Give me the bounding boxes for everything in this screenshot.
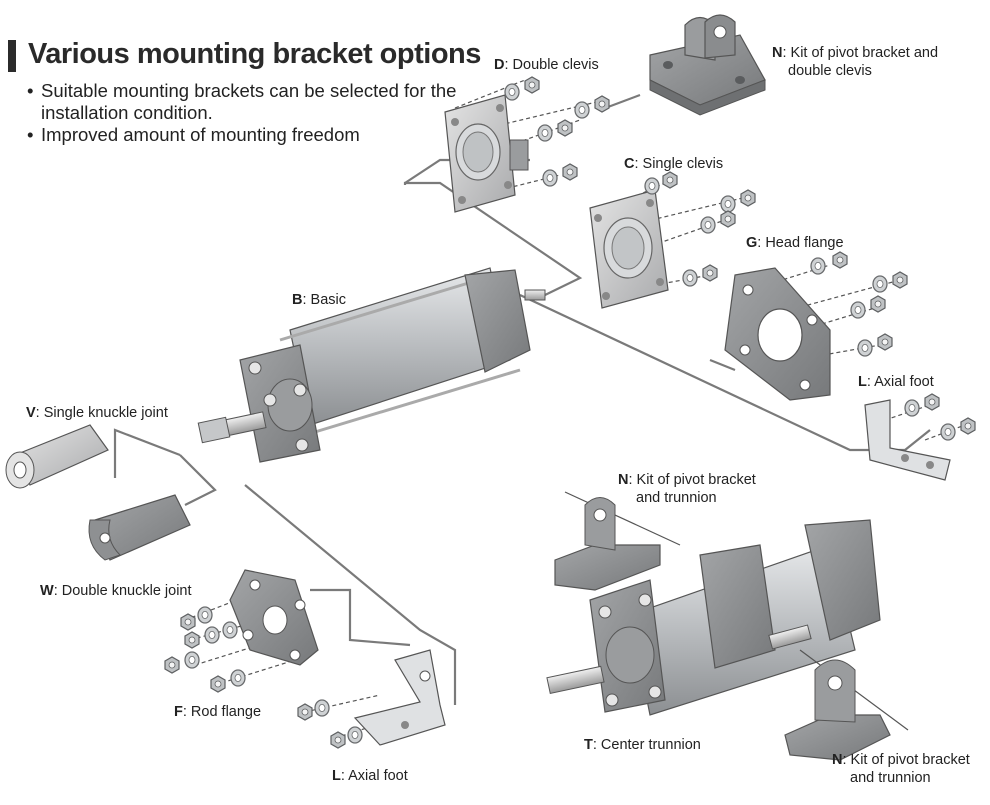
label-basic: B: Basic (292, 292, 346, 308)
title-accent-bar (8, 40, 16, 72)
axial-foot-illustration-right (864, 399, 951, 481)
feature-item-2: Improved amount of mounting freedom (27, 124, 461, 146)
single-knuckle-joint-illustration (5, 424, 109, 489)
page-title: Various mounting bracket options (28, 38, 481, 70)
label-center-trunnion: T: Center trunnion (584, 737, 701, 753)
feature-item-1: Suitable mounting brackets can be select… (27, 80, 461, 124)
basic-cylinder-illustration (197, 267, 546, 463)
head-flange-illustration (724, 267, 831, 401)
double-clevis-illustration (444, 94, 529, 213)
label-head-flange: G: Head flange (746, 235, 844, 251)
label-double-clevis: D: Double clevis (494, 57, 599, 73)
label-single-clevis: C: Single clevis (624, 156, 724, 172)
feature-list: Suitable mounting brackets can be select… (27, 80, 461, 146)
label-double-knuckle-joint: W: Double knuckle joint (40, 583, 192, 599)
label-single-knuckle-joint: V: Single knuckle joint (26, 405, 168, 421)
rod-flange-illustration (229, 569, 319, 666)
pivot-bracket-double-clevis-illustration (649, 14, 766, 116)
pivot-bracket-trunnion-illustration-bottom (784, 649, 909, 761)
double-knuckle-joint-illustration (88, 494, 191, 561)
single-clevis-illustration (589, 189, 669, 309)
center-trunnion-cylinder-illustration (546, 519, 881, 716)
label-axial-foot-bottom: L: Axial foot (332, 768, 408, 784)
label-rod-flange: F: Rod flange (174, 704, 262, 720)
pivot-bracket-trunnion-illustration-top (554, 491, 681, 591)
axial-foot-illustration-bottom (353, 649, 446, 746)
label-axial-foot-right: L: Axial foot (858, 374, 934, 390)
